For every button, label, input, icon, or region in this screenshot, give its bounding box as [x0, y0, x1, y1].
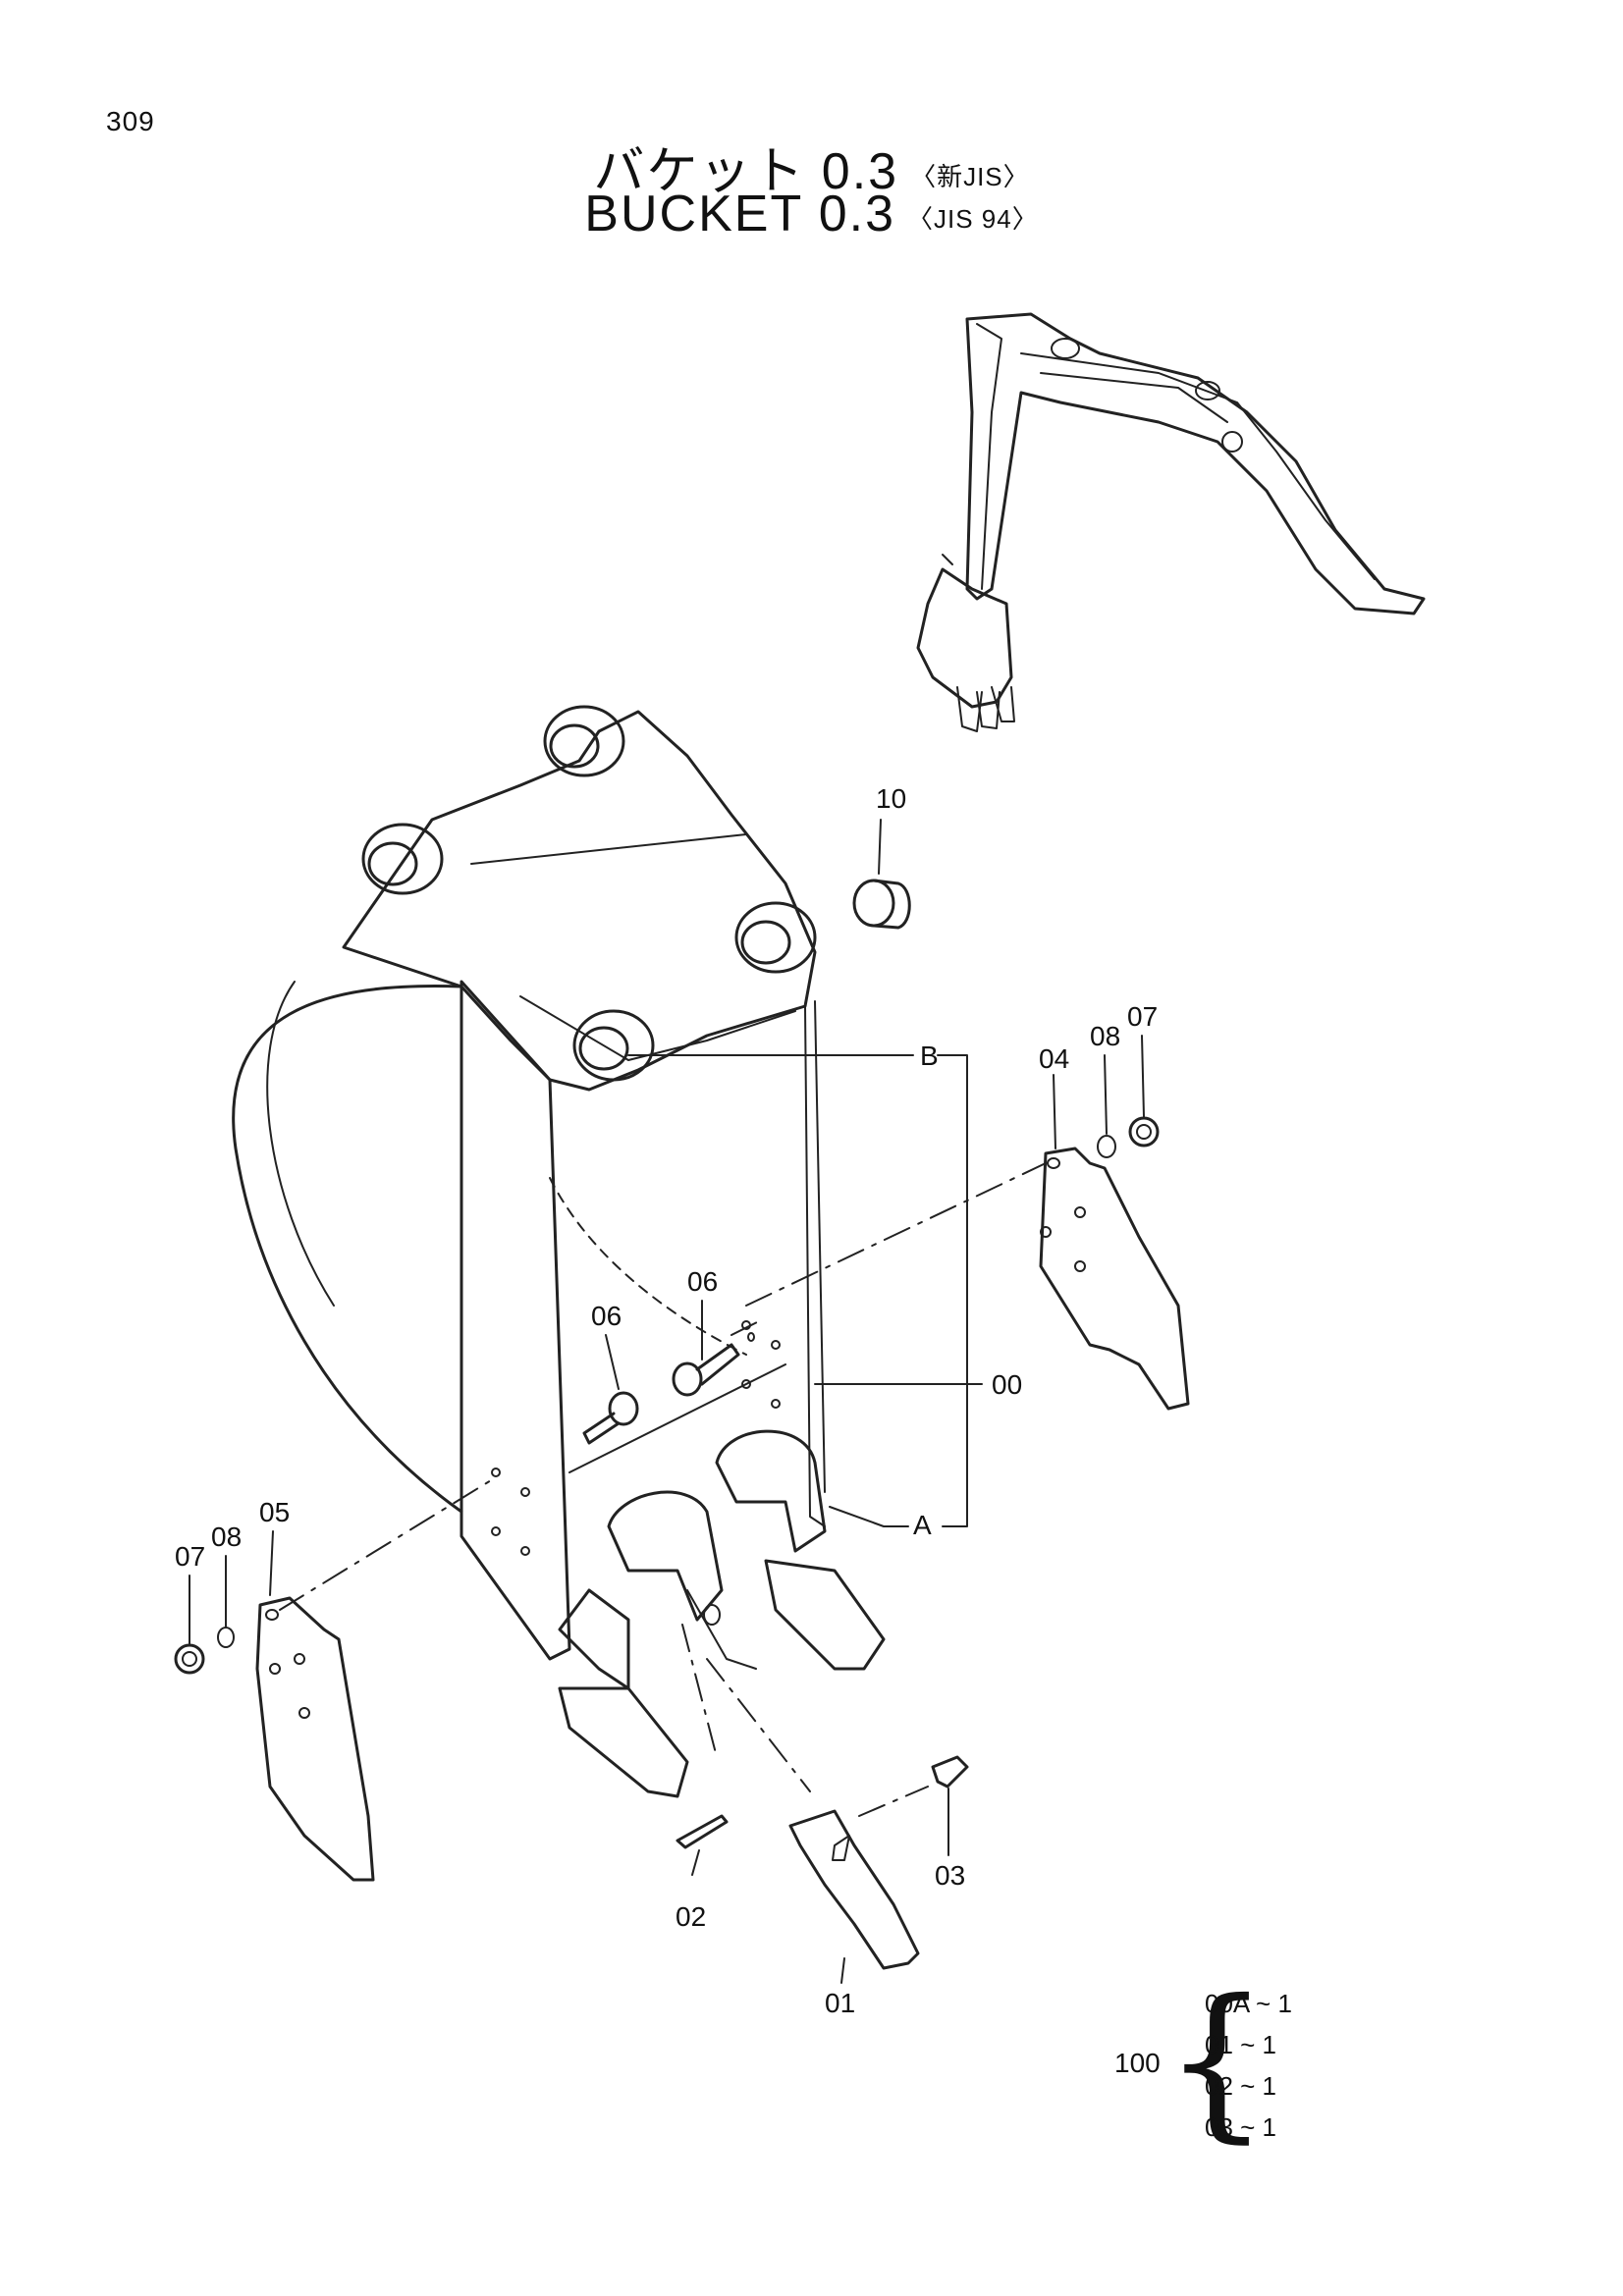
label-leaders — [189, 819, 1145, 1984]
kit-item: 03 ~ 1 — [1205, 2112, 1277, 2142]
label-03: 03 — [935, 1860, 965, 1891]
label-02: 02 — [676, 1901, 706, 1932]
label-00: 00 — [992, 1369, 1022, 1400]
label-07-right: 07 — [1127, 1001, 1158, 1032]
kit-item: 01 ~ 1 — [1205, 2030, 1277, 2059]
label-B: B — [920, 1041, 939, 1071]
nut-part-07-left — [174, 1643, 205, 1675]
bushing-part-10 — [852, 879, 911, 930]
label-04: 04 — [1039, 1043, 1069, 1074]
title-english: BUCKET 0.3 〈JIS 94〉 — [0, 185, 1623, 243]
side-cutter-part-05 — [255, 1596, 375, 1882]
leader-lines — [627, 1054, 983, 1527]
page-number: 309 — [106, 106, 155, 136]
bolt-part-06-lower — [582, 1391, 639, 1445]
title-japanese-spec: 〈新JIS〉 — [910, 161, 1030, 191]
washer-part-08-right — [1097, 1135, 1116, 1158]
washer-part-08-left — [217, 1627, 235, 1648]
label-05: 05 — [259, 1497, 290, 1527]
part-labels: 10 B 04 08 07 06 06 00 A 05 07 08 02 01 … — [175, 783, 1158, 2018]
label-07-left: 07 — [175, 1541, 205, 1572]
title-english-spec: 〈JIS 94〉 — [907, 203, 1039, 234]
pin-part-02 — [676, 1814, 729, 1849]
kit-composition: 100 { 00A ~ 1 01 ~ 1 02 ~ 1 03 ~ 1 — [1114, 1964, 1370, 2159]
excavator-arm-illustration — [916, 312, 1426, 732]
label-10: 10 — [876, 783, 906, 814]
title-english-main: BUCKET 0.3 — [584, 186, 895, 242]
nut-part-07-right — [1128, 1116, 1160, 1148]
lock-part-03 — [931, 1755, 969, 1789]
assembly-center-lines — [279, 1162, 1047, 1817]
label-08-right: 08 — [1090, 1021, 1120, 1051]
bucket-body-illustration — [232, 705, 886, 1798]
bolt-part-06-upper — [672, 1332, 755, 1397]
kit-item: 02 ~ 1 — [1205, 2071, 1277, 2101]
kit-item: 00A ~ 1 — [1205, 1989, 1292, 2018]
label-A: A — [913, 1510, 932, 1540]
title-japanese: バケット 0.3 〈新JIS〉 — [0, 130, 1623, 203]
side-cutter-part-04 — [1039, 1147, 1190, 1411]
kit-brace: { — [1163, 1964, 1271, 2159]
tooth-point-part-01 — [788, 1809, 920, 1970]
kit-number: 100 — [1114, 2048, 1161, 2078]
label-01: 01 — [825, 1988, 855, 2018]
title-japanese-main: バケット 0.3 — [593, 143, 899, 200]
label-06-lower: 06 — [591, 1301, 622, 1331]
label-06-upper: 06 — [687, 1266, 718, 1297]
label-08-left: 08 — [211, 1522, 242, 1552]
